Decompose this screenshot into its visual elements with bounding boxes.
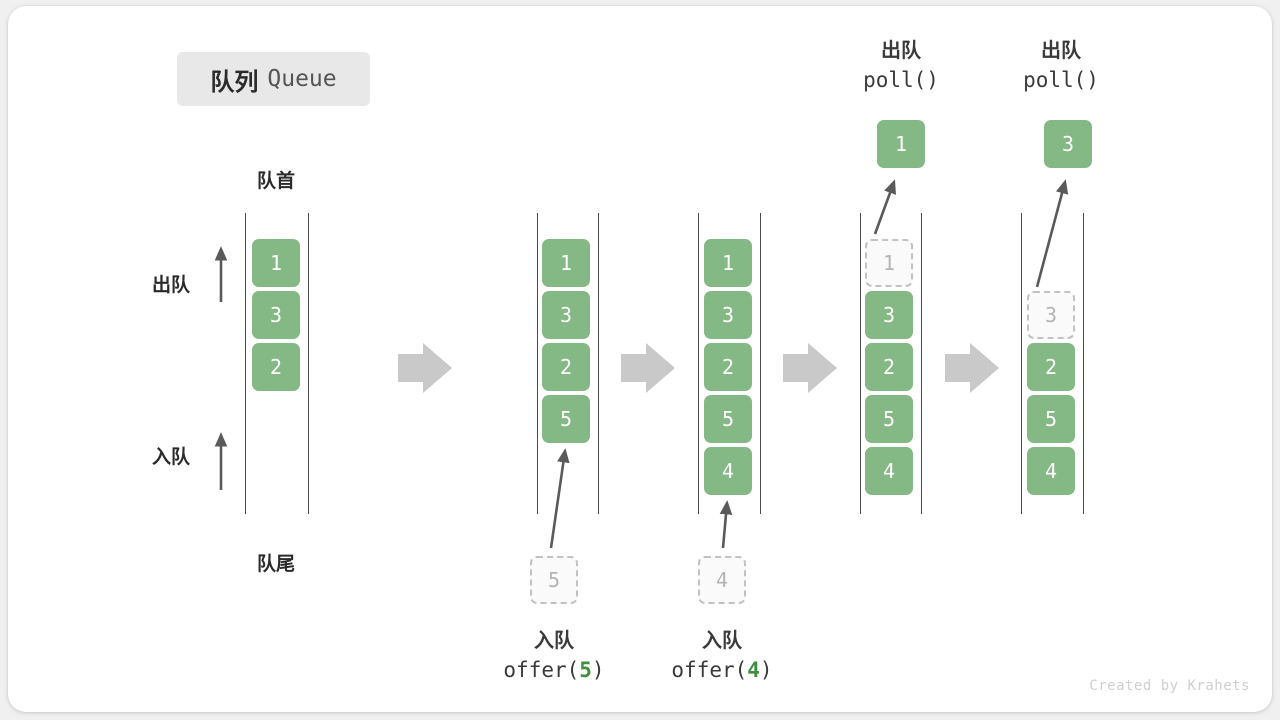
operation-label-poll-1: 出队 poll() [801,36,1001,95]
operation-label-code: offer(4) [622,655,822,685]
queue-cell: 1 [704,239,752,287]
queue-cell: 2 [865,343,913,391]
rail-left [860,213,861,514]
code-suffix: ) [591,658,605,682]
rail-right [760,213,761,514]
incoming-ghost-cell: 5 [530,556,578,604]
rail-right [598,213,599,514]
operation-label-poll-3: 出队 poll() [961,36,1161,95]
operation-label-cn: 出队 [1041,38,1081,62]
queue-cell: 5 [865,395,913,443]
rail-right [1083,213,1084,514]
operation-label-offer-5: 入队 offer(5) [454,626,654,685]
step-arrow [398,343,452,393]
operation-label-cn: 入队 [534,628,574,652]
diagram-title-en: Queue [267,66,337,92]
queue-cell: 1 [542,239,590,287]
code-prefix: offer( [671,658,748,682]
code-suffix: ) [1086,68,1099,92]
popped-cell: 1 [877,120,925,168]
operation-label-cn: 出队 [881,38,921,62]
rail-right [921,213,922,514]
code-suffix: ) [759,658,773,682]
operation-label-offer-4: 入队 offer(4) [622,626,822,685]
queue-cell: 3 [542,291,590,339]
queue-cell: 5 [704,395,752,443]
queue-cell: 2 [704,343,752,391]
code-argument: 4 [747,658,760,682]
queue-cell: 1 [252,239,300,287]
operation-label-code: poll() [801,65,1001,95]
queue-cell: 3 [704,291,752,339]
poll-1-arrow [873,179,896,235]
queue-cell: 5 [1027,395,1075,443]
queue-cell: 2 [252,343,300,391]
code-prefix: poll( [863,68,927,92]
rail-left [698,213,699,514]
operation-label-code: poll() [961,65,1161,95]
queue-cell-new: 4 [704,447,752,495]
queue-cell: 2 [1027,343,1075,391]
outgoing-ghost-cell: 1 [865,239,913,287]
operation-label-code: offer(5) [454,655,654,685]
queue-cell: 3 [252,291,300,339]
queue-cell: 4 [865,447,913,495]
popped-cell: 3 [1044,120,1092,168]
queue-tail-label: 队尾 [256,553,295,575]
step-arrow [783,343,837,393]
step-arrow [621,343,675,393]
diagram-title-cn: 队列 [210,67,259,96]
rail-left [245,213,246,514]
diagram-canvas: 队列 Queue 队首 队尾 出队 入队 1 3 2 1 3 2 5 5 入队 … [8,6,1272,712]
rail-left [1021,213,1022,514]
watermark: Created by Krahets [1089,678,1250,694]
code-prefix: offer( [503,658,580,682]
code-suffix: ) [926,68,939,92]
code-argument: 5 [579,658,592,682]
rail-left [537,213,538,514]
step-arrow [945,343,999,393]
poll-3-arrow [1035,179,1069,288]
offer-5-arrow [549,448,570,549]
operation-label-cn: 入队 [702,628,742,652]
queue-cell-new: 5 [542,395,590,443]
incoming-ghost-cell: 4 [698,556,746,604]
queue-cell: 2 [542,343,590,391]
enqueue-direction-label: 入队 [152,446,191,468]
queue-cell: 3 [865,291,913,339]
outgoing-ghost-cell: 3 [1027,291,1075,339]
code-prefix: poll( [1023,68,1087,92]
rail-right [308,213,309,514]
dequeue-direction-label: 出队 [152,274,191,296]
queue-cell: 4 [1027,447,1075,495]
diagram-title-badge: 队列 Queue [177,52,370,106]
queue-head-label: 队首 [256,170,295,192]
offer-4-arrow [719,500,733,549]
